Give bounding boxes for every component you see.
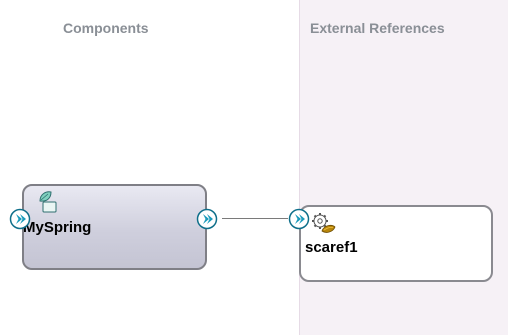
reference-service-port-icon[interactable] (288, 208, 310, 230)
scaref1-reference[interactable] (299, 205, 493, 282)
mySpring-component[interactable] (22, 184, 207, 270)
components-lane-title: Components (63, 20, 149, 36)
reference-name: scaref1 (305, 239, 358, 256)
component-name: MySpring (23, 219, 92, 236)
external-references-lane-title: External References (310, 20, 445, 36)
component-reference-port-icon[interactable] (196, 208, 218, 230)
spring-leaf-icon (39, 191, 57, 213)
gear-reference-icon (312, 213, 336, 233)
components-lane: Components (63, 20, 149, 36)
external-references-lane: External References (299, 0, 508, 335)
reference-wire[interactable] (222, 218, 288, 219)
component-service-port-icon[interactable] (9, 208, 31, 230)
